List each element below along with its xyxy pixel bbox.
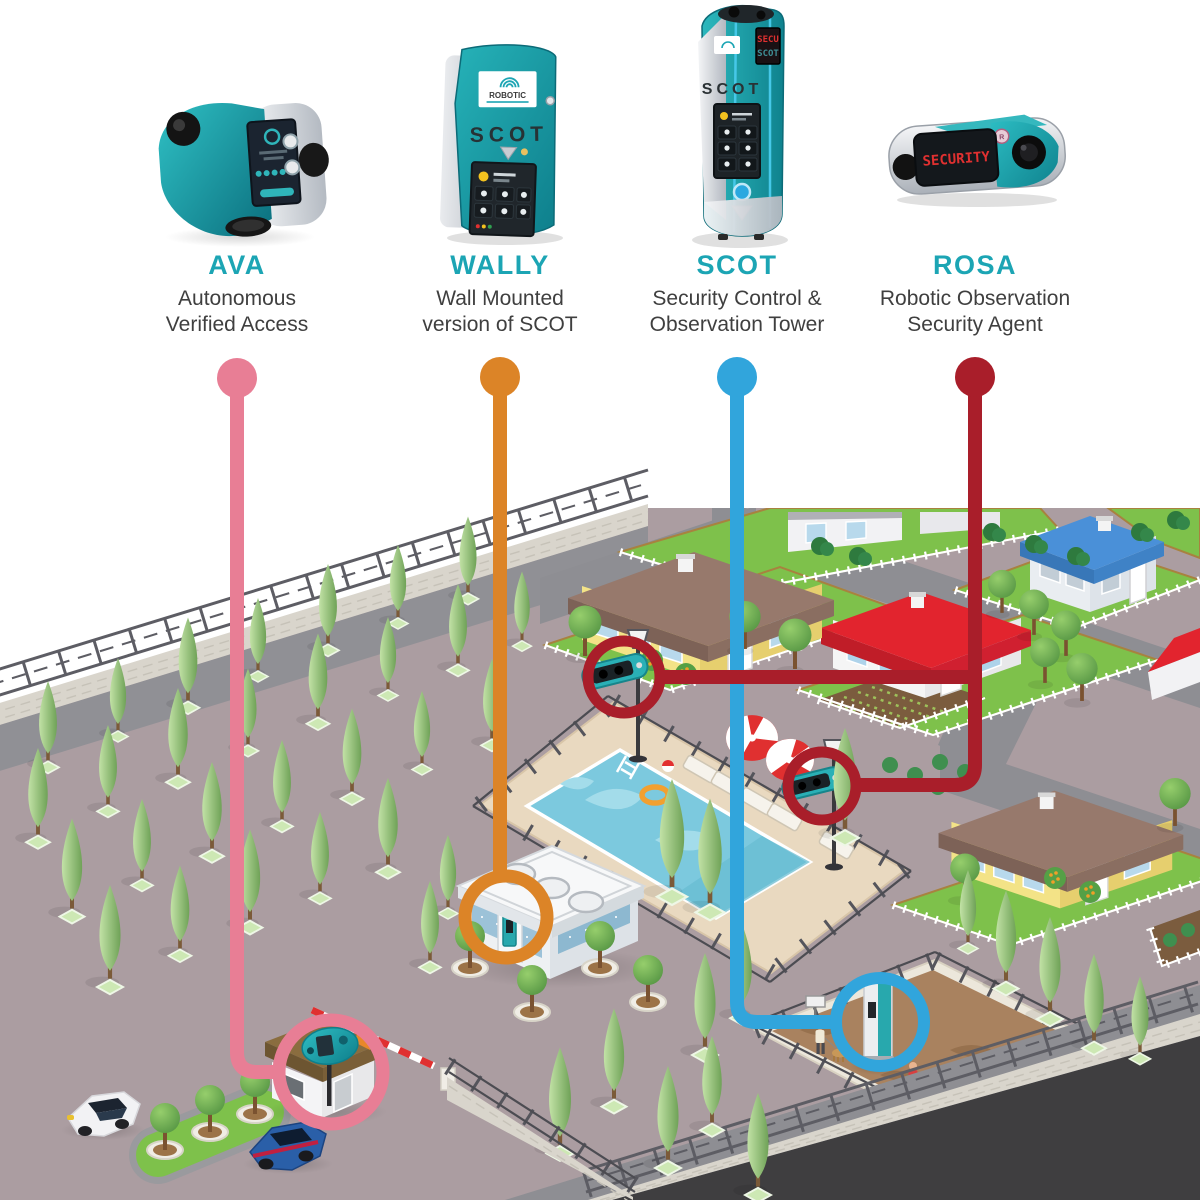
rosa-led-text: SECURITY xyxy=(922,149,991,170)
ava-name: AVA xyxy=(208,250,266,280)
rosa-device-illustration: R SECURITY xyxy=(888,114,1066,207)
ava-desc-line2: Verified Access xyxy=(165,313,309,336)
white-car xyxy=(61,1091,145,1140)
rosa-name: ROSA xyxy=(932,250,1018,280)
rosa-desc-line2: Security Agent xyxy=(907,313,1043,336)
scot-desc-line1: Security Control & xyxy=(652,287,822,310)
wally-device-illustration: ROBOTIC SCOT xyxy=(440,44,563,245)
interior-wall xyxy=(440,1057,640,1200)
wally-model-text: SCOT xyxy=(470,123,549,147)
svg-text:R: R xyxy=(999,134,1005,141)
scot-desc-line2: Observation Tower xyxy=(649,313,825,336)
ava-device-illustration xyxy=(158,102,329,247)
wally-desc-line2: version of SCOT xyxy=(422,313,578,336)
wally-label-block: WALLY Wall Mounted version of SCOT xyxy=(422,250,577,338)
wally-brand-text: ROBOTIC xyxy=(489,91,526,100)
parking-median xyxy=(129,1066,291,1184)
scot-model-text: SCOT xyxy=(702,81,762,98)
scot-label-block: SCOT Security Control & Observation Towe… xyxy=(650,250,825,338)
perimeter-wall-bottom-right xyxy=(505,980,1200,1200)
scot-name: SCOT xyxy=(696,250,778,280)
ava-desc-line1: Autonomous xyxy=(178,287,296,310)
rosa-label-block: ROSA Robotic Observation Security Agent xyxy=(880,250,1070,338)
scot-led-text: SECU xyxy=(757,35,779,45)
house-partial-right-edge xyxy=(1148,628,1200,700)
rosa-desc-line1: Robotic Observation xyxy=(879,287,1071,310)
wally-desc-line1: Wall Mounted xyxy=(436,287,564,310)
scot-device-illustration: SECU SCOT SCOT xyxy=(692,4,788,248)
wally-name: WALLY xyxy=(450,250,550,280)
ava-label-block: AVA Autonomous Verified Access xyxy=(166,250,308,338)
scot-led-text-2: SCOT xyxy=(757,49,779,59)
